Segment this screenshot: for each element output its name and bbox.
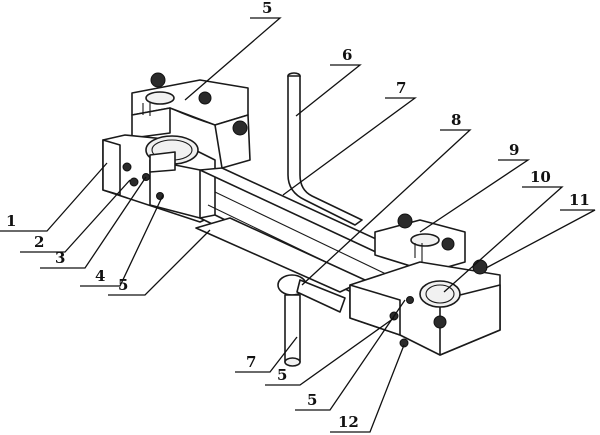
left-upper-clamp xyxy=(131,79,251,169)
leader-lines xyxy=(0,17,596,433)
callout-5-bottom-2: 5 xyxy=(307,391,317,409)
callout-3: 3 xyxy=(55,249,65,267)
callout-4: 4 xyxy=(95,267,105,285)
bent-pipe xyxy=(287,72,363,226)
left-lower-clamp xyxy=(102,134,216,223)
callout-8: 8 xyxy=(451,111,461,129)
callout-1: 1 xyxy=(6,212,16,230)
callout-5-bottom-1: 5 xyxy=(277,366,287,384)
right-clamp-lower xyxy=(349,261,501,356)
callout-6: 6 xyxy=(342,46,352,64)
callout-2: 2 xyxy=(34,233,44,251)
callout-7-bottom: 7 xyxy=(246,353,256,371)
right-clamp-upper xyxy=(374,219,466,273)
callout-9: 9 xyxy=(509,141,519,159)
callout-7-top: 7 xyxy=(396,79,406,97)
callout-5-top: 5 xyxy=(262,0,272,17)
callout-10: 10 xyxy=(530,168,551,186)
callout-11: 11 xyxy=(569,191,590,209)
callout-labels: 1 2 3 4 5 5 6 7 7 8 9 10 11 5 5 12 xyxy=(6,0,590,431)
callout-5-left-lower: 5 xyxy=(118,276,128,294)
side-pipe xyxy=(277,274,346,367)
callout-12: 12 xyxy=(338,413,359,431)
